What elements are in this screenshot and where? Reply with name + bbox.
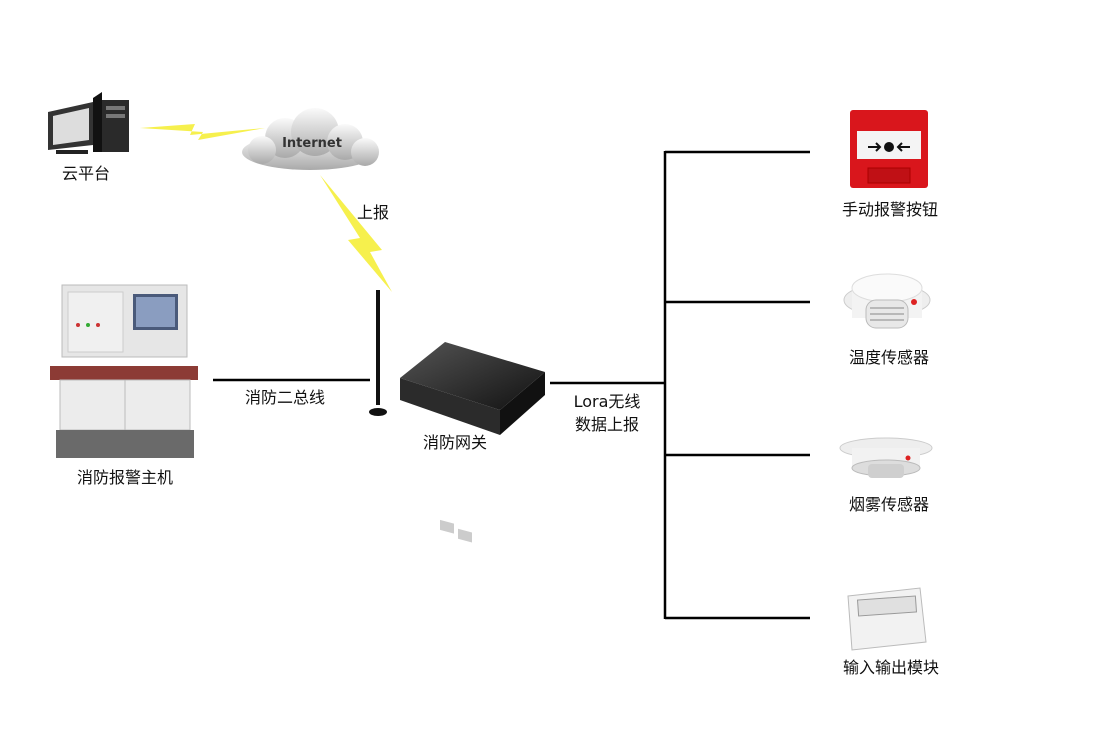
fire-host-label: 消防报警主机 <box>76 468 174 487</box>
device-label-heat: 温度传感器 <box>848 348 930 367</box>
cloud-icon <box>242 108 379 170</box>
heat-detector-icon <box>843 273 931 329</box>
lora-label-line1: Lora无线 <box>573 392 641 411</box>
lora-bus <box>550 150 810 620</box>
fire-alarm-control-panel-icon <box>50 284 198 458</box>
cloud-platform-label: 云平台 <box>61 164 111 183</box>
lora-label-line2: 数据上报 <box>574 415 640 434</box>
lightning-icon <box>140 124 265 140</box>
gateway-router-icon <box>369 290 545 543</box>
manual-call-point-icon <box>850 110 928 188</box>
device-label-smoke: 烟雾传感器 <box>848 495 930 514</box>
gateway-label: 消防网关 <box>422 433 488 452</box>
smoke-detector-icon <box>839 437 933 478</box>
bus-label: 消防二总线 <box>244 388 326 407</box>
io-module-icon <box>847 587 927 651</box>
internet-label: Internet <box>282 136 342 151</box>
desktop-computer-icon <box>48 92 129 154</box>
uplink-label: 上报 <box>356 203 390 222</box>
device-label-io-module: 输入输出模块 <box>842 658 940 677</box>
lightning-icon <box>320 175 392 292</box>
device-label-manual-button: 手动报警按钮 <box>841 200 939 219</box>
